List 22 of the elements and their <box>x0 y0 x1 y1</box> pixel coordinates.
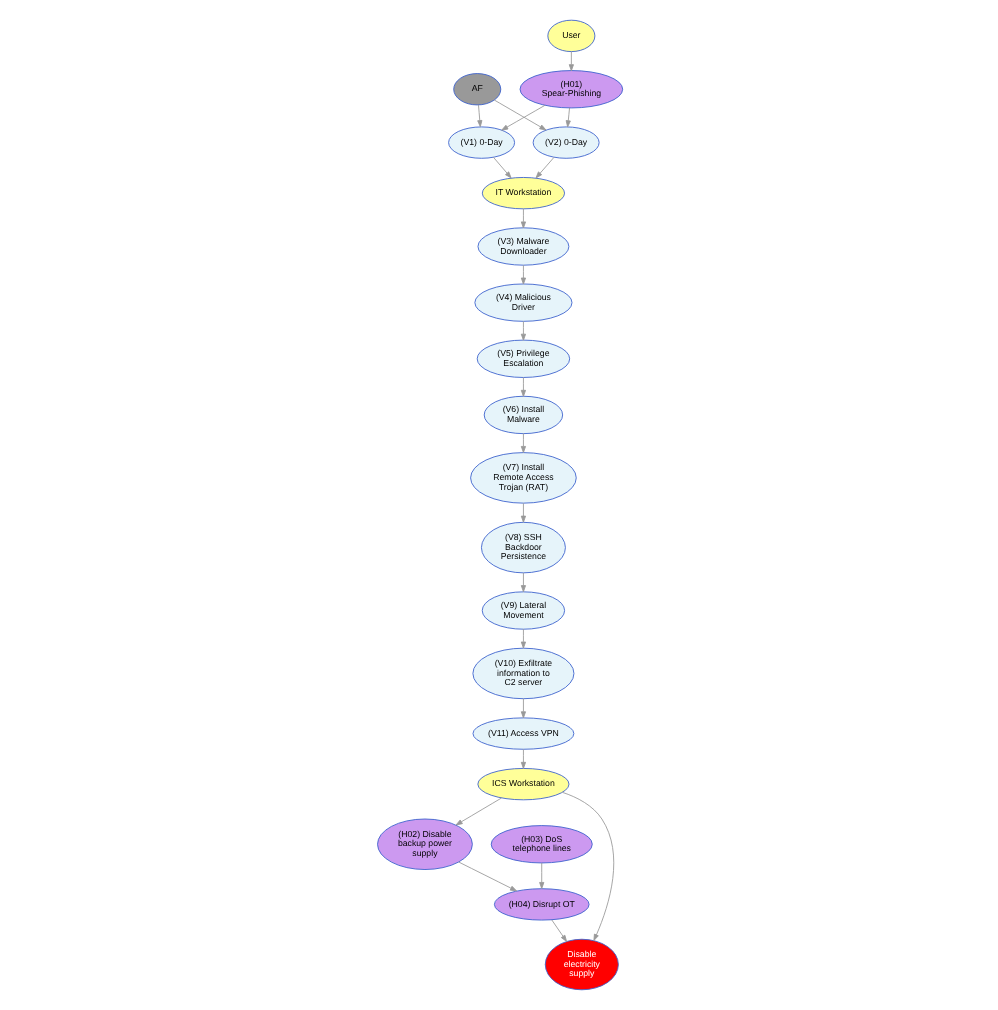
arrow <box>519 748 525 769</box>
arrow <box>519 698 525 719</box>
arrow <box>519 320 525 341</box>
arrow <box>564 107 570 128</box>
arrow <box>519 628 525 649</box>
arrow <box>534 156 554 179</box>
arrow <box>561 791 614 941</box>
arrow <box>492 156 511 179</box>
arrow <box>567 51 573 72</box>
arrow <box>519 264 525 285</box>
arrow <box>519 208 525 229</box>
arrow <box>519 377 525 397</box>
arrow <box>454 797 501 826</box>
arrow <box>519 572 525 593</box>
arrow <box>538 862 544 889</box>
arrow <box>476 104 482 128</box>
arrow <box>550 919 566 942</box>
arrow <box>519 502 525 523</box>
arrow <box>500 104 545 131</box>
arrow <box>492 99 546 131</box>
arrow <box>519 433 525 453</box>
arrow <box>457 861 516 892</box>
